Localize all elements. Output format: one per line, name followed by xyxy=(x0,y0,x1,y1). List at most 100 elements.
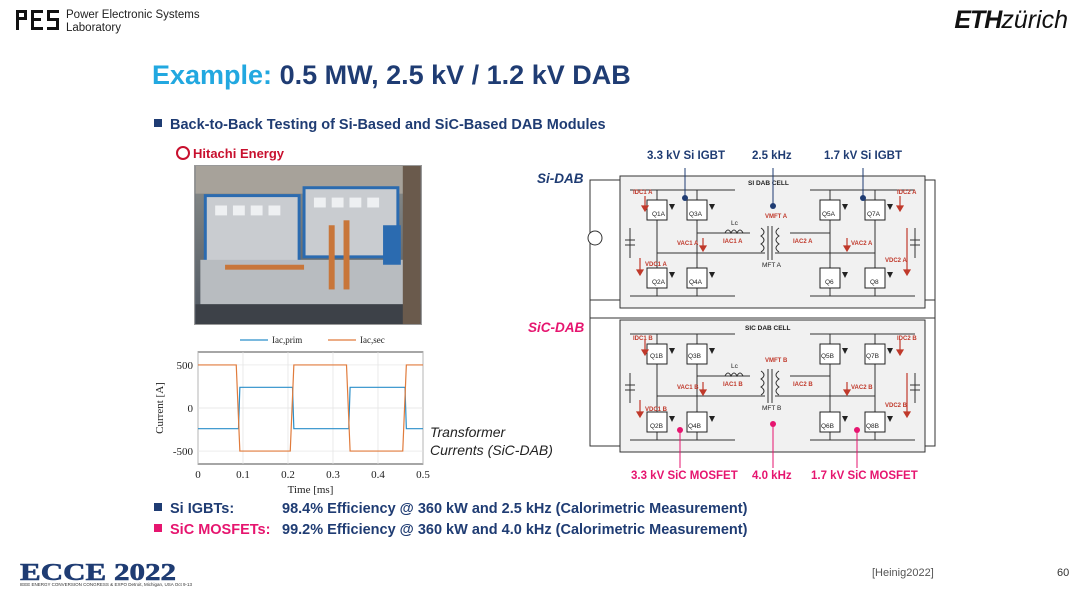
eth-logo-rest: zürich xyxy=(1001,6,1068,34)
bullet-si-igbts: Si IGBTs: 98.4% Efficiency @ 360 kW and 2… xyxy=(154,501,747,517)
mft-b-label: MFT B xyxy=(762,405,781,412)
lab-name-line1: Power Electronic Systems xyxy=(66,9,200,21)
switch-label-q3b: Q3B xyxy=(688,353,701,360)
ecce-logo-text: ECCE 2022 xyxy=(20,560,176,583)
switch-q8b xyxy=(864,411,886,433)
switch-q6b xyxy=(819,411,841,433)
subtitle-text: Back-to-Back Testing of Si-Based and SiC… xyxy=(170,117,606,133)
switch-q2a xyxy=(646,267,668,289)
label-3kv-sic-mosfet: 3.3 kV SiC MOSFET xyxy=(631,470,738,482)
switch-label-q7a: Q7A xyxy=(867,211,881,218)
dot-sic-1kv xyxy=(854,427,860,433)
pes-logo xyxy=(16,10,59,30)
switch-q1a xyxy=(646,199,668,221)
eth-logo: ETHzürich xyxy=(954,6,1068,35)
lc-label-a: Lc xyxy=(731,220,739,227)
si-dab-label: Si-DAB xyxy=(537,171,584,186)
y-axis-label: Current [A] xyxy=(154,382,166,434)
dot-si-igbt-1kv xyxy=(860,195,866,201)
chart-caption: Transformer Currents (SiC-DAB) xyxy=(430,423,553,459)
dab-circuit-diagram: SI DAB CELL SIC DAB CELL MFT A MFT B Lc … xyxy=(587,168,936,468)
switch-label-q5b: Q5B xyxy=(821,353,834,360)
idc1b: IDC1 B xyxy=(633,336,653,342)
idc2a: IDC2 A xyxy=(897,190,917,196)
switch-q3b xyxy=(686,343,708,365)
vac1b: VAC1 B xyxy=(677,385,699,391)
bullet-square xyxy=(154,119,162,127)
ecce-logo: ECCE 2022 xyxy=(20,560,176,583)
slide-title: Example: 0.5 MW, 2.5 kV / 1.2 kV DAB xyxy=(152,60,631,91)
switch-label-q2b: Q2B xyxy=(650,423,663,430)
switch-q2b xyxy=(646,411,668,433)
bullet-si-text: 98.4% Efficiency @ 360 kW and 2.5 kHz (C… xyxy=(282,501,748,517)
si-cell-label: SI DAB CELL xyxy=(748,180,789,187)
x-axis-label: Time [ms] xyxy=(288,484,334,495)
subtitle-bullet: Back-to-Back Testing of Si-Based and SiC… xyxy=(154,117,606,133)
hitachi-text: Hitachi Energy xyxy=(193,146,285,161)
test-setup-photo xyxy=(194,165,422,325)
vdc2a: VDC2 A xyxy=(885,258,907,264)
lab-name-line2: Laboratory xyxy=(66,22,121,34)
series-line-iac-prim xyxy=(198,386,423,430)
lc-label-b: Lc xyxy=(731,363,739,370)
label-1-7kv-si-igbt: 1.7 kV Si IGBT xyxy=(824,150,902,162)
lab-name: Power Electronic Systems Laboratory xyxy=(66,9,200,35)
switch-q4b xyxy=(686,411,708,433)
series-line-iac-sec xyxy=(198,364,423,452)
chart-grid xyxy=(197,351,424,465)
switch-q1b xyxy=(646,343,668,365)
bullet-sic-mosfets: SiC MOSFETs: 99.2% Efficiency @ 360 kW an… xyxy=(154,522,747,538)
bullet-sic-text: 99.2% Efficiency @ 360 kW and 4.0 kHz (C… xyxy=(282,522,748,538)
bullet-si-label: Si IGBTs: xyxy=(170,501,235,517)
switch-q7b xyxy=(864,343,886,365)
reference: [Heinig2022] xyxy=(872,567,934,579)
x-tick-label: 0.3 xyxy=(326,469,340,481)
vmftb: VMFT B xyxy=(765,358,788,364)
switch-label-q6b: Q6B xyxy=(821,423,834,430)
legend-entry: Iac,prim xyxy=(272,335,302,345)
dot-4khz xyxy=(770,421,776,427)
vac2a: VAC2 A xyxy=(851,241,873,247)
idc2b: IDC2 B xyxy=(897,336,917,342)
sic-dab-label: SiC-DAB xyxy=(528,320,585,335)
switch-label-q1b: Q1B xyxy=(650,353,663,360)
sic-cell-label: SIC DAB CELL xyxy=(745,325,791,332)
vmfta: VMFT A xyxy=(765,214,788,220)
slide-title-prefix: Example: xyxy=(152,60,273,90)
label-4khz: 4.0 kHz xyxy=(752,470,792,482)
label-2-5khz: 2.5 kHz xyxy=(752,150,792,162)
x-tick-label: 0 xyxy=(195,469,201,481)
vac2b: VAC2 B xyxy=(851,385,873,391)
dot-si-igbt-3kv xyxy=(682,195,688,201)
label-1-7kv-sic-mosfet: 1.7 kV SiC MOSFET xyxy=(811,470,918,482)
switch-label-q2a: Q2A xyxy=(652,279,666,286)
y-tick-label: 0 xyxy=(188,403,194,415)
mft-a-label: MFT A xyxy=(762,262,782,269)
switch-q4a xyxy=(686,267,708,289)
switch-q8 xyxy=(864,267,886,289)
iac2b: IAC2 B xyxy=(793,382,813,388)
switch-q5b xyxy=(819,343,841,365)
caption-line1: Transformer xyxy=(430,424,506,440)
vdc1a: VDC1 A xyxy=(645,262,667,268)
switch-q6 xyxy=(819,267,841,289)
label-3kv-si-igbt: 3.3 kV Si IGBT xyxy=(647,150,725,162)
switch-label-q7b: Q7B xyxy=(866,353,879,360)
bullet-sic-label: SiC MOSFETs: xyxy=(170,522,271,538)
switch-label-q8b: Q8B xyxy=(866,423,879,430)
dot-sic-3kv xyxy=(677,427,683,433)
y-tick-label: 500 xyxy=(177,360,194,372)
measurement-circle xyxy=(587,230,603,246)
switch-q7a xyxy=(864,199,886,221)
vac1a: VAC1 A xyxy=(677,241,699,247)
vdc1b: VDC1 B xyxy=(645,407,668,413)
x-tick-label: 0.5 xyxy=(416,469,430,481)
bullet-square-si xyxy=(154,503,162,511)
x-tick-label: 0.4 xyxy=(371,469,385,481)
switch-label-q1a: Q1A xyxy=(652,211,666,218)
page-number: 60 xyxy=(1057,567,1070,579)
x-tick-label: 0.1 xyxy=(236,469,250,481)
x-tick-label: 0.2 xyxy=(281,469,295,481)
